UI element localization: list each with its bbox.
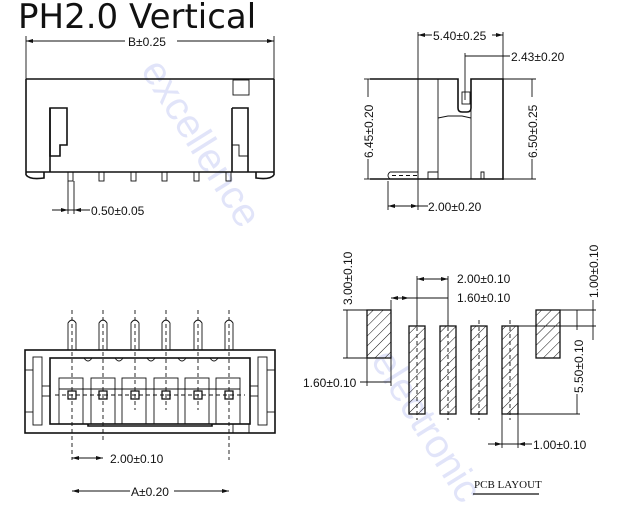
pcb-pitch-dim: 2.00±0.10: [457, 272, 511, 286]
mount-pad-height-dim: 3.00±0.10: [341, 251, 355, 305]
top-pitch-dim: 2.00±0.10: [110, 452, 164, 466]
top-pins: [67, 310, 234, 460]
contact-cells: [55, 377, 245, 425]
top-total-dim: A±0.20: [131, 485, 169, 499]
pin-extension-dim: 2.00±0.20: [428, 200, 482, 214]
front-width-dim: B±0.25: [128, 35, 166, 49]
front-view: B±0.25 0.50±0.05: [25, 34, 275, 218]
right-height-dim: 6.50±0.25: [526, 104, 540, 158]
mount-pad-width-dim: 1.60±0.10: [303, 376, 357, 390]
pin-width-dim: 0.50±0.05: [91, 204, 145, 218]
mount-pad-right: [535, 309, 561, 359]
row-offset-dim: 5.50±0.10: [572, 339, 586, 393]
side-view: 5.40±0.25 2.43±0.20 6.45±0.20 6.50±0.25: [360, 28, 565, 214]
pad-offset-dim: 1.00±0.10: [587, 244, 601, 298]
signal-pads: [408, 320, 519, 420]
pad-width-dim: 1.00±0.10: [533, 438, 587, 452]
pcb-layout-label: PCB LAYOUT: [474, 479, 542, 491]
page-title: PH2.0 Vertical: [18, 0, 256, 37]
side-depth-dim: 5.40±0.25: [433, 29, 487, 43]
top-view: 2.00±0.10 A±0.20: [24, 310, 276, 499]
pcb-layout: 3.00±0.10 1.60±0.10 2.00±0.10 1.60±0.10 …: [303, 244, 601, 495]
left-height-dim: 6.45±0.20: [362, 104, 376, 158]
mount-pad-left: [366, 309, 392, 359]
pin-offset-dim: 2.43±0.20: [511, 50, 565, 64]
pad-spacing-dim: 1.60±0.10: [457, 291, 511, 305]
front-pins: [67, 171, 232, 182]
